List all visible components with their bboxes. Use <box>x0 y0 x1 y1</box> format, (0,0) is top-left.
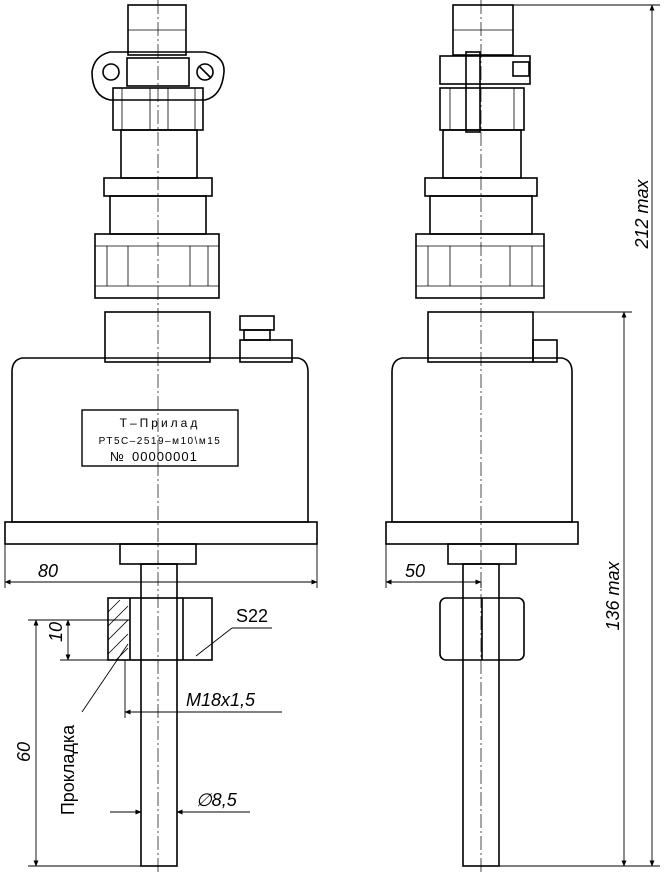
side-knurled-nut-lower <box>415 233 545 299</box>
nameplate-line1: Т–Прилад <box>120 416 201 430</box>
nameplate-number-prefix: № <box>110 449 125 464</box>
ground-terminal <box>239 315 275 331</box>
dim-thread: M18x1,5 <box>186 690 256 710</box>
front-section-hatch <box>107 599 129 661</box>
dim-overall-height: 212 max <box>632 178 652 249</box>
dimension-lines <box>4 4 660 867</box>
dim-immersion-length: 60 <box>14 742 34 762</box>
dim-front-width: 80 <box>38 561 58 581</box>
front-housing-base <box>4 521 318 545</box>
front-gland-body <box>104 311 211 363</box>
front-knurled-nut-lower <box>94 233 220 299</box>
dim-thread-height: 10 <box>46 622 66 642</box>
front-connector-flange <box>91 51 225 101</box>
side-gland-body <box>427 311 534 363</box>
side-knurled-nut-upper <box>439 87 525 131</box>
dim-side-width: 50 <box>405 561 425 581</box>
side-fitting <box>447 543 517 565</box>
front-probe-stem <box>140 563 178 867</box>
side-housing-base <box>385 521 579 545</box>
front-compression-nut <box>107 597 213 661</box>
flange-screw-right <box>196 63 214 81</box>
nameplate-serial: 00000001 <box>132 449 198 464</box>
dim-diameter: ∅8,5 <box>196 790 238 810</box>
front-connector-body <box>120 129 198 179</box>
side-connector-flange <box>439 55 531 85</box>
nameplate: Т–Прилад РТ5С–2519–м10\м15 № 00000001 <box>81 409 239 467</box>
nameplate-line2: РТ5С–2519–м10\м15 <box>99 436 222 447</box>
side-housing <box>391 357 573 523</box>
dim-housing-height: 136 max <box>603 560 623 630</box>
side-connector-body <box>442 129 522 179</box>
side-view <box>385 4 579 867</box>
label-gasket: Прокладка <box>58 724 78 815</box>
flange-screw-left <box>102 63 120 81</box>
dim-wrench-size: S22 <box>236 606 268 626</box>
